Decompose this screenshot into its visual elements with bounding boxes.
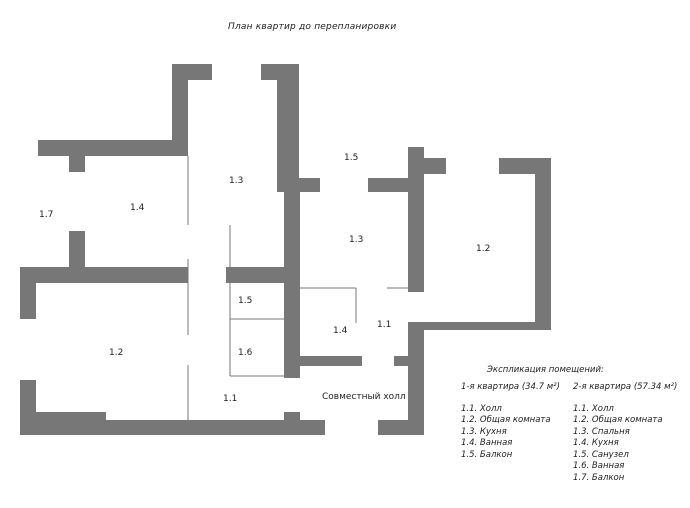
legend-apartment-2-header: 2-я квартира (57.34 м²) <box>573 382 678 392</box>
legend-item: 1.6. Ванная <box>573 461 625 471</box>
wall <box>284 192 300 378</box>
legend-item: 1.5. Балкон <box>461 449 513 460</box>
walls <box>20 64 551 435</box>
plan-title: План квартир до перепланировки <box>228 22 397 32</box>
wall <box>172 64 188 156</box>
thin-partitions <box>187 156 408 420</box>
wall <box>20 267 188 283</box>
legend-item: 1.1. Холл <box>573 403 614 414</box>
legend-apartment-2: 2-я квартира (57.34 м²) 1.1. Холл 1.2. О… <box>573 382 677 484</box>
legend-item: 1.2. Общая комната <box>461 415 551 425</box>
wall <box>408 158 446 174</box>
room-label: 1.4 <box>130 203 145 213</box>
room-labels: 1.7 1.4 1.3 1.2 1.5 1.6 1.1 1.5 1.3 1.2 … <box>39 153 490 404</box>
shared-hall-label: Совместный холл <box>322 392 406 402</box>
legend-item: 1.4. Кухня <box>573 438 619 448</box>
wall <box>408 147 424 292</box>
room-label: 1.2 <box>476 244 490 254</box>
wall <box>535 158 551 330</box>
wall <box>378 420 424 435</box>
wall <box>226 267 284 283</box>
legend-item: 1.2. Общая комната <box>573 415 663 425</box>
legend-item: 1.4. Ванная <box>461 438 513 448</box>
room-label: 1.6 <box>238 348 253 358</box>
legend-item: 1.3. Кухня <box>461 426 507 437</box>
wall <box>20 267 36 319</box>
legend-item: 1.1. Холл <box>461 403 502 414</box>
room-label: 1.4 <box>333 326 348 336</box>
legend-item: 1.7. Балкон <box>573 472 625 483</box>
room-label: 1.2 <box>109 348 123 358</box>
wall <box>394 356 408 366</box>
room-label: 1.3 <box>229 176 243 186</box>
wall <box>172 64 212 80</box>
room-label: 1.5 <box>344 153 358 163</box>
wall <box>277 64 299 192</box>
legend-item: 1.3. Спальня <box>573 426 630 437</box>
legend-item: 1.5. Санузел <box>573 449 629 460</box>
room-label: 1.1 <box>223 394 237 404</box>
legend-apartment-1-header: 1-я квартира (34.7 м²) <box>461 382 560 392</box>
room-label: 1.1 <box>377 320 391 330</box>
legend-apartment-1: 1-я квартира (34.7 м²) 1.1. Холл 1.2. Об… <box>461 382 560 461</box>
wall <box>20 420 325 435</box>
wall <box>36 412 106 420</box>
wall <box>38 140 188 156</box>
wall <box>300 356 362 366</box>
room-label: 1.3 <box>349 235 363 245</box>
wall <box>69 156 85 172</box>
room-label: 1.7 <box>39 210 53 220</box>
wall <box>277 178 320 192</box>
wall <box>408 322 551 330</box>
wall <box>408 322 424 435</box>
wall <box>69 231 85 271</box>
room-label: 1.5 <box>238 296 252 306</box>
wall <box>284 412 300 420</box>
legend-title: Экспликация помещений: <box>487 365 604 375</box>
